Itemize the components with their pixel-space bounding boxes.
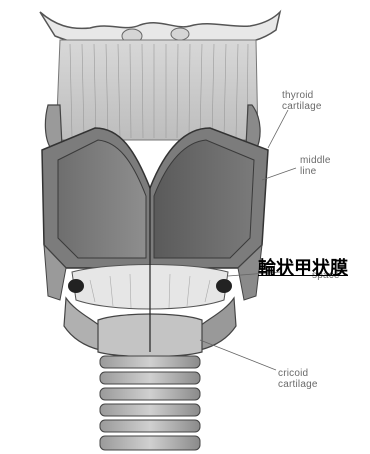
cricoid-label-1: cricoid [278,368,318,379]
thyrohyoid-membrane [56,40,258,140]
middle-label-1: middle [300,155,331,166]
cricoid-cartilage [64,298,100,350]
thyroid-label-2: cartilage [282,101,322,112]
cricoid-label-2: cartilage [278,379,318,390]
thyroid-label-1: thyroid [282,90,322,101]
middle-label-2: line [300,166,331,177]
trachea [100,356,200,450]
cricoid-leader [200,340,276,370]
thyroid-leader [268,110,288,148]
cricothyroid-membrane-label: 輪状甲状膜 [258,254,348,280]
